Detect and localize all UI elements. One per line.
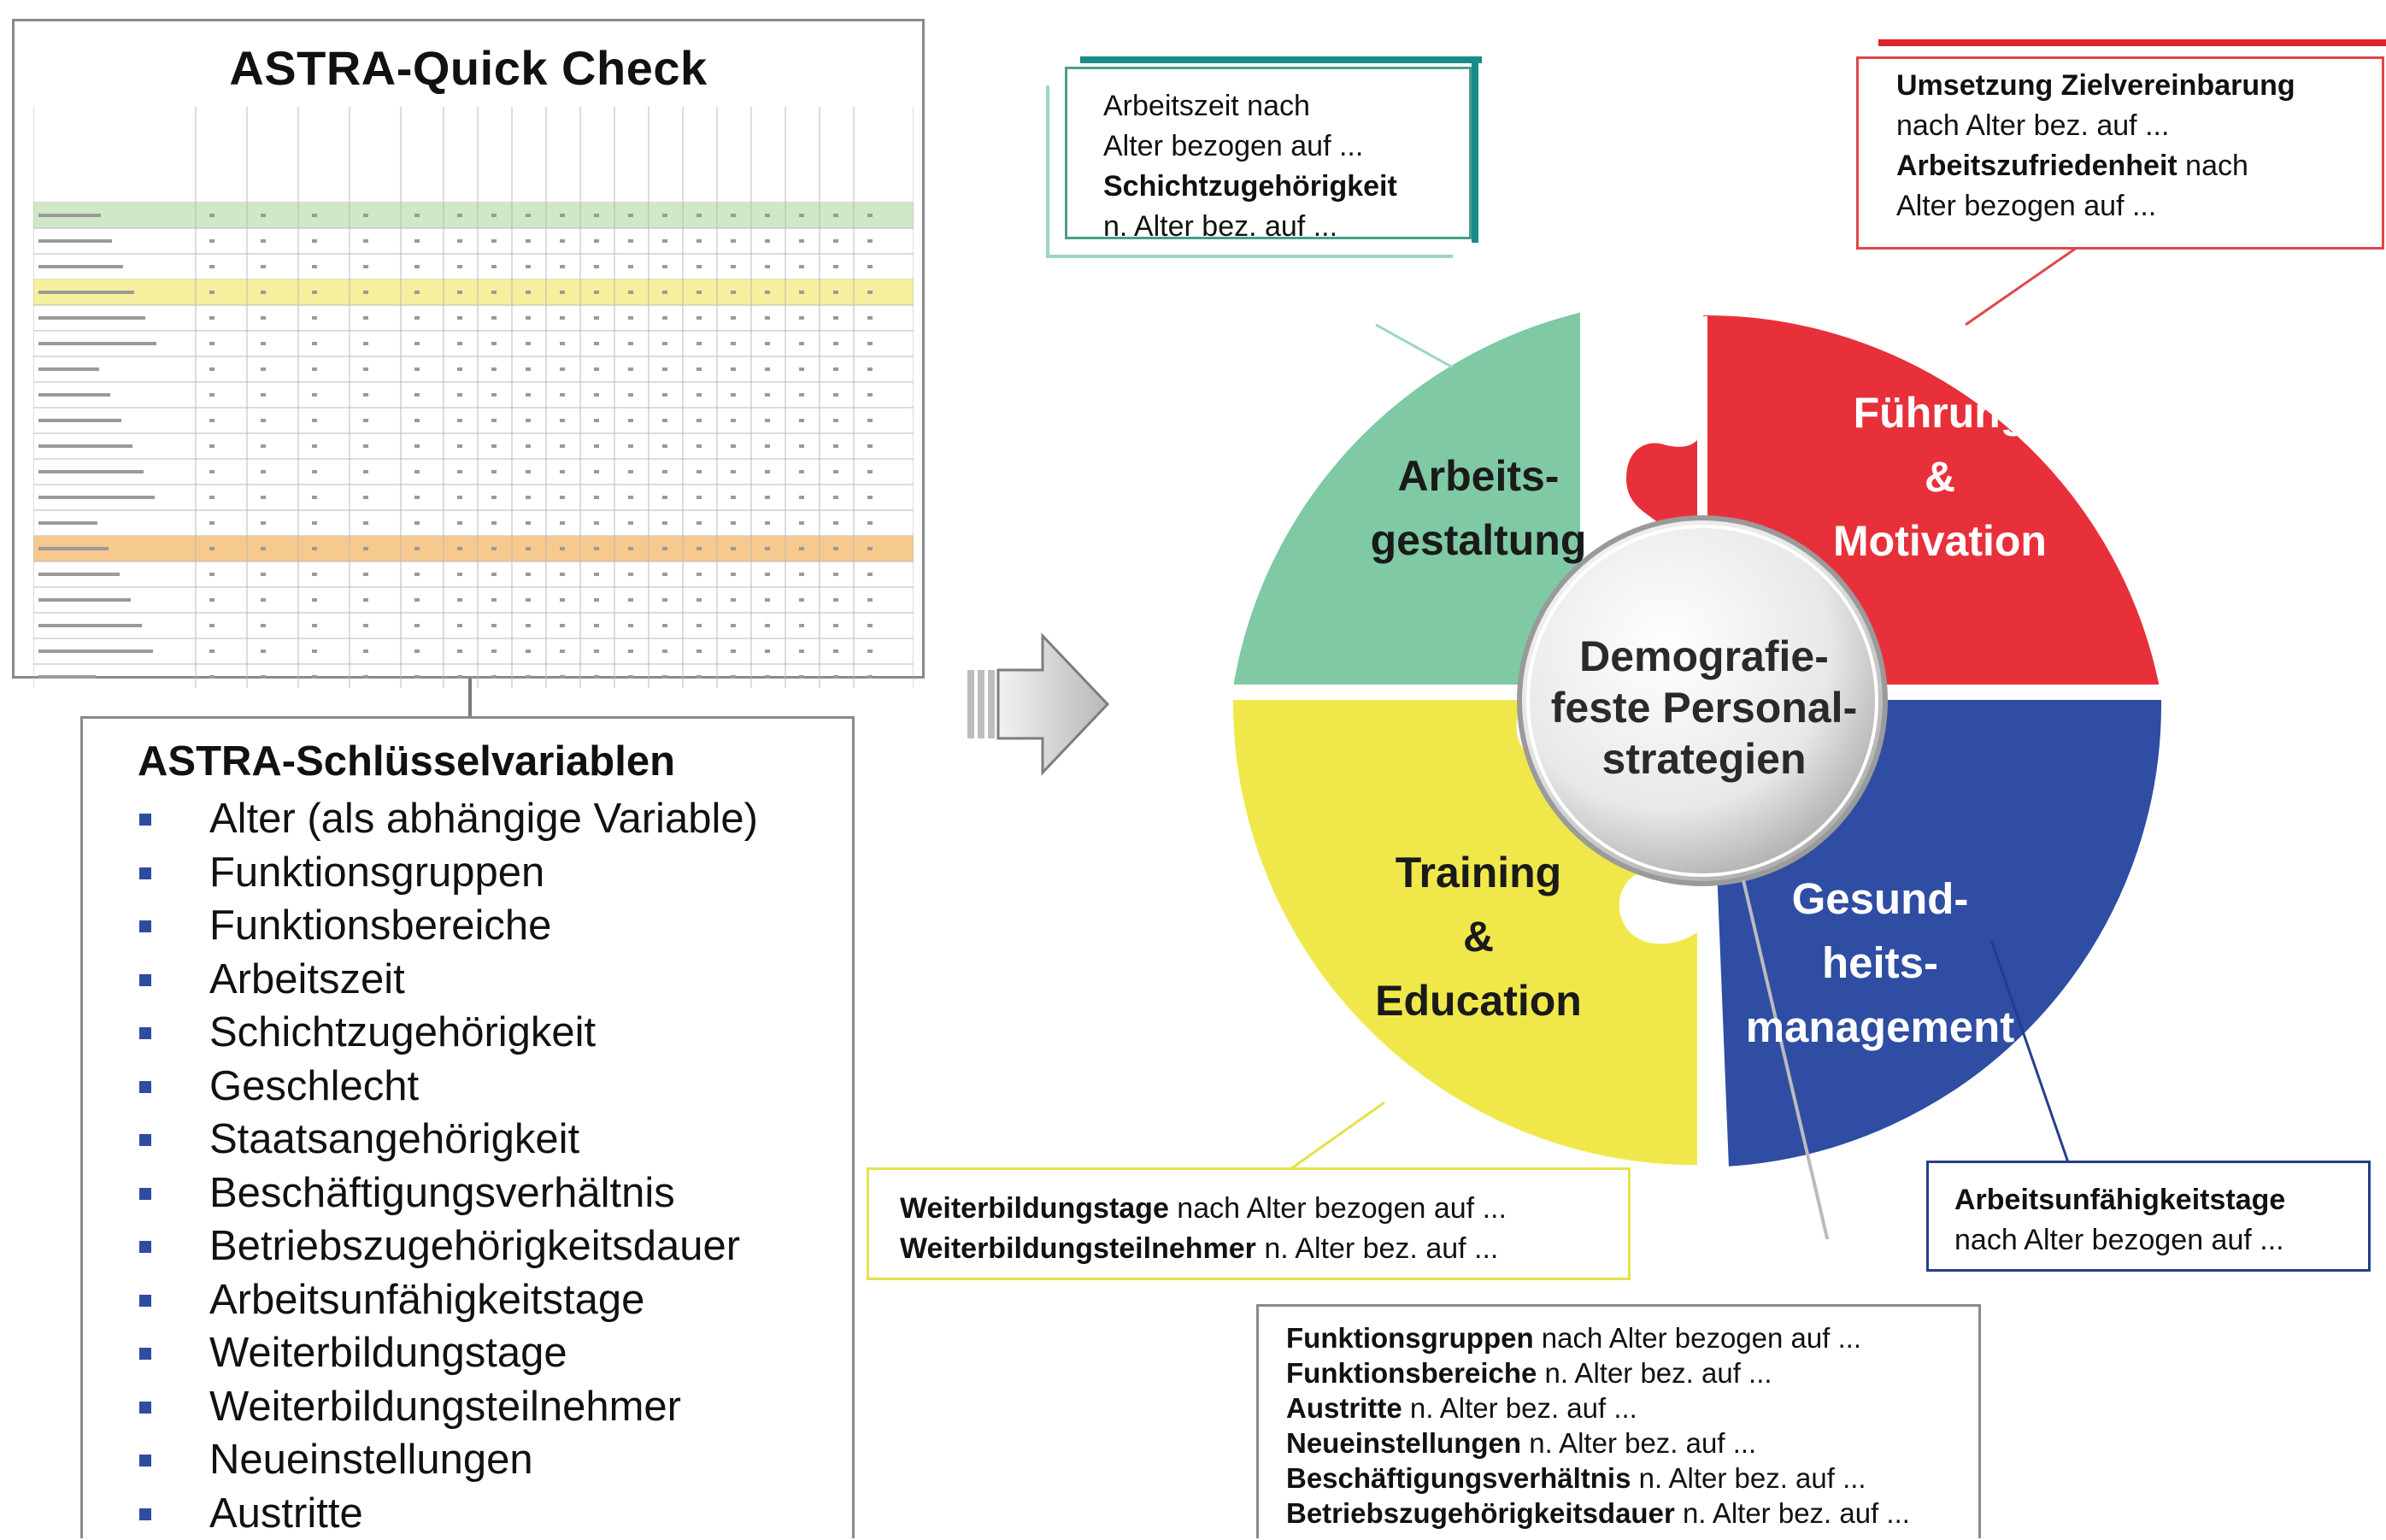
label-arbeitsgestaltung: Arbeits- gestaltung <box>1342 444 1615 573</box>
key-variable-item: Weiterbildungstage <box>139 1326 758 1380</box>
key-variable-item: Funktionsgruppen <box>139 846 758 900</box>
callout-line: Weiterbildungsteilnehmer n. Alter bez. a… <box>900 1229 1628 1269</box>
callout-line: Alter bezogen auf ... <box>1103 126 1469 167</box>
callout-line: n. Alter bez. auf ... <box>1103 207 1469 247</box>
bullet-icon <box>139 1188 151 1200</box>
key-variable-label: Arbeitsunfähigkeitstage <box>209 1277 644 1323</box>
key-variable-item: Schichtzugehörigkeit <box>139 1006 758 1060</box>
key-variable-label: Geschlecht <box>209 1063 419 1109</box>
key-variables-list: Alter (als abhängige Variable) Funktionsg… <box>139 792 758 1540</box>
label-fuehrung: Führung & Motivation <box>1795 381 2085 573</box>
pointer-line-arbeit <box>1376 325 1453 367</box>
callout-line: Umsetzung Zielvereinbarung <box>1896 66 2382 106</box>
key-variable-item: Austritte <box>139 1487 758 1540</box>
bullet-icon <box>139 1134 151 1146</box>
callout-line: nach Alter bez. auf ... <box>1896 106 2382 146</box>
callout-line: Arbeitsunfähigkeitstage <box>1954 1180 2368 1220</box>
bullet-icon <box>139 1508 151 1520</box>
key-variable-item: Staatsangehörigkeit <box>139 1113 758 1167</box>
key-variable-label: Beschäftigungsverhältnis <box>209 1170 675 1216</box>
callout-weiterbildung: Weiterbildungstage nach Alter bezogen au… <box>867 1167 1631 1280</box>
callout-line: Weiterbildungstage nach Alter bezogen au… <box>900 1189 1628 1229</box>
key-variables-box: ASTRA-Schlüsselvariablen Alter (als abhä… <box>80 716 855 1538</box>
key-variable-item: Arbeitsunfähigkeitstage <box>139 1273 758 1327</box>
quick-check-title: ASTRA-Quick Check <box>15 40 922 96</box>
callout-line: Alter bezogen auf ... <box>1896 186 2382 226</box>
bullet-icon <box>139 1455 151 1467</box>
callout-line: nach Alter bezogen auf ... <box>1954 1220 2368 1261</box>
key-variable-item: Geschlecht <box>139 1060 758 1114</box>
bullet-icon <box>139 814 151 826</box>
bullet-icon <box>139 1295 151 1307</box>
key-variable-label: Austritte <box>209 1490 363 1537</box>
callout-line: Arbeitszufriedenheit nach <box>1896 146 2382 186</box>
bullet-icon <box>139 1081 151 1093</box>
label-gesundheit: Gesund- heits- management <box>1726 867 2034 1059</box>
key-variable-item: Weiterbildungsteilnehmer <box>139 1380 758 1434</box>
pointer-line-training <box>1290 1102 1384 1169</box>
callout-line: Neueinstellungen n. Alter bez. auf ... <box>1286 1425 1978 1461</box>
key-variable-label: Weiterbildungstage <box>209 1330 567 1376</box>
callout-line: Arbeitszeit nach <box>1103 86 1469 126</box>
key-variable-item: Funktionsbereiche <box>139 899 758 953</box>
callout-line: Beschäftigungsverhältnis n. Alter bez. a… <box>1286 1461 1978 1496</box>
right-arrow-icon <box>964 632 1118 778</box>
bullet-icon <box>139 1402 151 1414</box>
key-variables-title: ASTRA-Schlüsselvariablen <box>138 738 675 785</box>
key-variable-label: Betriebszugehörigkeitsdauer <box>209 1223 740 1269</box>
key-variable-label: Weiterbildungsteilnehmer <box>209 1384 681 1430</box>
label-training: Training & Education <box>1350 841 1607 1033</box>
connector-line <box>468 679 472 720</box>
callout-line: Betriebszugehörigkeitsdauer n. Alter bez… <box>1286 1496 1978 1531</box>
key-variable-label: Schichtzugehörigkeit <box>209 1009 596 1055</box>
callout-fuehrung-accent <box>1878 39 2386 46</box>
bullet-icon <box>139 920 151 932</box>
quick-check-spreadsheet <box>33 107 914 688</box>
callout-line: Schichtzugehörigkeit <box>1103 167 1469 207</box>
callout-arbeit-accent-side <box>1472 56 1478 243</box>
quick-check-panel: ASTRA-Quick Check <box>12 19 925 679</box>
bullet-icon <box>139 974 151 986</box>
key-variable-label: Funktionsgruppen <box>209 849 544 896</box>
callout-arbeit-accent <box>1080 56 1482 63</box>
callout-line: Funktionsbereiche n. Alter bez. auf ... <box>1286 1355 1978 1390</box>
key-variable-label: Alter (als abhängige Variable) <box>209 796 758 842</box>
callout-line: Austritte n. Alter bez. auf ... <box>1286 1390 1978 1425</box>
key-variable-label: Staatsangehörigkeit <box>209 1116 579 1162</box>
bullet-icon <box>139 867 151 879</box>
callout-line: Funktionsgruppen nach Alter bezogen auf … <box>1286 1320 1978 1355</box>
key-variable-item: Beschäftigungsverhältnis <box>139 1167 758 1220</box>
key-variable-item: Neueinstellungen <box>139 1433 758 1487</box>
bullet-icon <box>139 1027 151 1039</box>
key-variable-item: Betriebszugehörigkeitsdauer <box>139 1220 758 1273</box>
key-variable-label: Neueinstellungen <box>209 1437 533 1483</box>
key-variable-label: Arbeitszeit <box>209 956 405 1002</box>
bullet-icon <box>139 1348 151 1360</box>
key-variable-item: Alter (als abhängige Variable) <box>139 792 758 846</box>
key-variable-label: Funktionsbereiche <box>209 902 551 949</box>
bullet-icon <box>139 1241 151 1253</box>
callout-funktion: Funktionsgruppen nach Alter bezogen auf … <box>1256 1304 1981 1538</box>
key-variable-item: Arbeitszeit <box>139 953 758 1007</box>
label-center: Demografie- feste Personal- strategien <box>1521 631 1887 785</box>
